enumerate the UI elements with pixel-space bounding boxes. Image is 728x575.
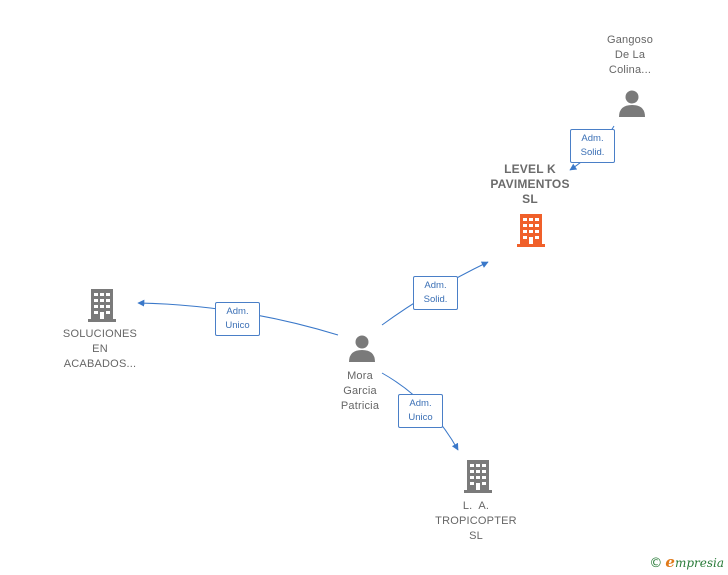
label-line: EN — [92, 343, 108, 355]
copyright-icon: © — [649, 556, 663, 571]
node-label-level-k[interactable]: LEVEL K PAVIMENTOS SL — [475, 162, 585, 207]
brand-name: mpresia — [674, 556, 724, 570]
person-icon[interactable] — [617, 88, 647, 118]
edge-label-gangoso-level[interactable]: Adm. Solid. — [570, 129, 615, 163]
person-icon[interactable] — [347, 333, 377, 363]
label-line: PAVIMENTOS — [490, 177, 570, 191]
brand-initial: e — [665, 553, 675, 571]
label-line: L. A. — [462, 500, 490, 512]
role-line: Unico — [408, 412, 433, 423]
role-line: Adm. — [409, 398, 432, 409]
label-line: SL — [469, 530, 483, 542]
label-line: Patricia — [340, 400, 380, 412]
role-line: Adm. — [581, 133, 604, 144]
edge-label-mora-tropicopter[interactable]: Adm. Unico — [398, 394, 443, 428]
label-line: SL — [522, 192, 538, 206]
role-line: Adm. — [226, 306, 249, 317]
label-line: Gangoso — [606, 34, 654, 46]
label-line: Mora — [347, 370, 373, 382]
label-line: De La — [614, 49, 646, 61]
node-label-gangoso[interactable]: Gangoso De La Colina... — [590, 33, 670, 78]
label-line: Garcia — [343, 385, 377, 397]
building-icon[interactable] — [462, 458, 494, 494]
node-label-mora[interactable]: Mora Garcia Patricia — [320, 369, 400, 414]
label-line: Colina... — [608, 64, 652, 76]
node-label-tropicopter[interactable]: L. A. TROPICOPTER SL — [420, 499, 532, 544]
label-line: ACABADOS... — [63, 358, 137, 370]
edge-label-mora-soluciones[interactable]: Adm. Unico — [215, 302, 260, 336]
label-line: LEVEL K — [504, 162, 556, 176]
role-line: Adm. — [424, 280, 447, 291]
role-line: Solid. — [580, 147, 605, 158]
label-line: SOLUCIONES — [62, 328, 138, 340]
building-icon[interactable] — [515, 212, 547, 248]
building-icon[interactable] — [86, 287, 118, 323]
edge-label-mora-level[interactable]: Adm. Solid. — [413, 276, 458, 310]
role-line: Solid. — [423, 294, 448, 305]
label-line: TROPICOPTER — [435, 515, 517, 527]
node-label-soluciones[interactable]: SOLUCIONES EN ACABADOS... — [50, 327, 150, 372]
role-line: Unico — [225, 320, 250, 331]
empresia-logo[interactable]: ©empresia — [649, 553, 724, 571]
